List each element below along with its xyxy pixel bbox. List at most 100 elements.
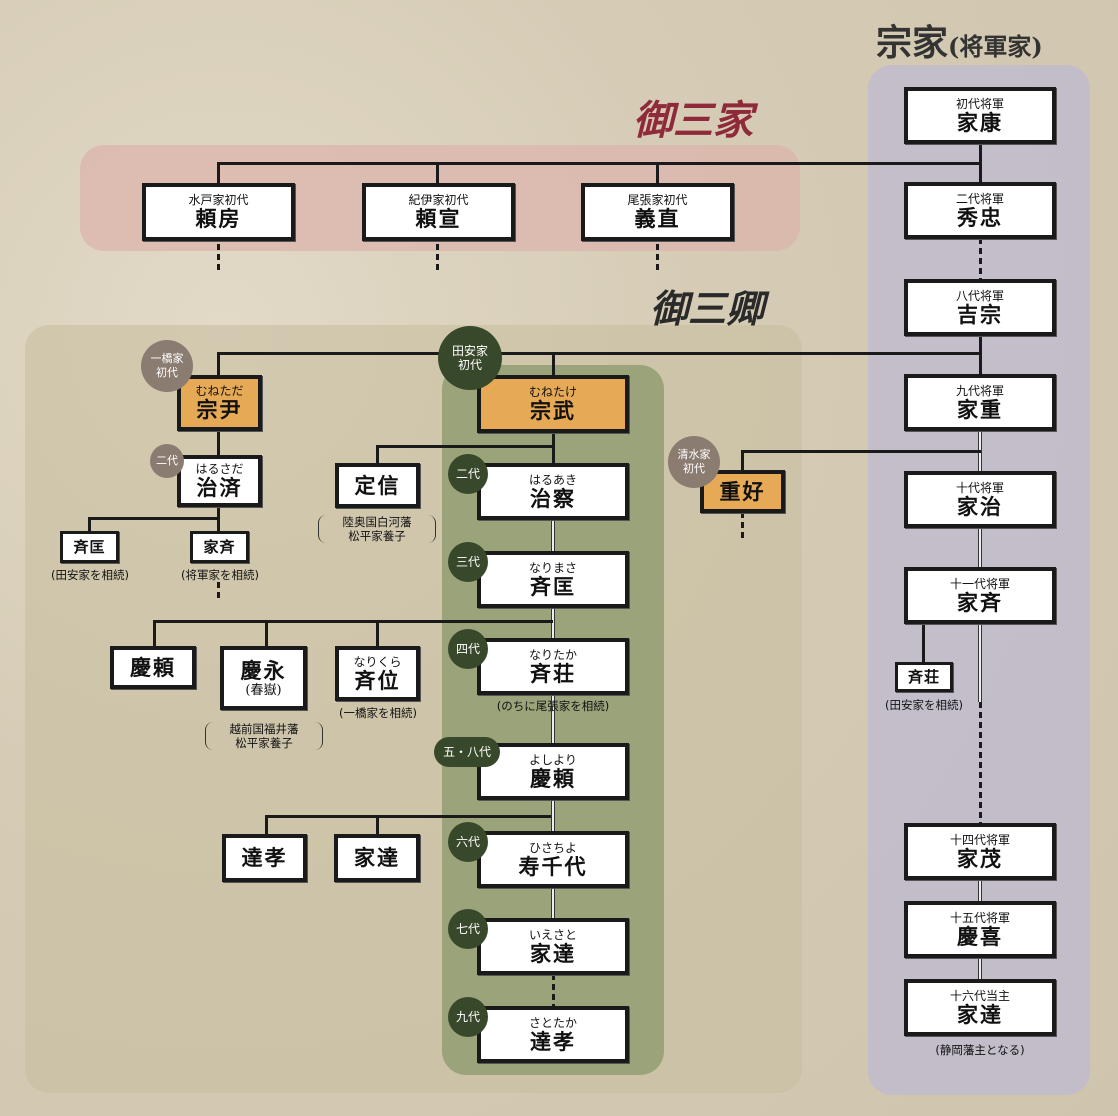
shogun-label: 十四代将軍	[949, 832, 1010, 847]
shogun-box[interactable]: 九代将軍家重	[904, 374, 1056, 431]
child-note: 越前国福井藩松平家養子	[205, 722, 323, 750]
child-box[interactable]: 家達	[334, 834, 420, 882]
gosanke-box[interactable]: 尾張家初代義直	[581, 183, 734, 241]
note-line: 松平家養子	[348, 529, 406, 543]
generation-badge: 二代	[448, 454, 488, 494]
shogun-box[interactable]: 十一代将軍家斉	[904, 567, 1056, 624]
note-line: 陸奥国白河藩	[342, 515, 412, 529]
hitotsubashi-second-box[interactable]: はるさだ治済	[177, 455, 262, 507]
badge-line: 初代	[683, 462, 705, 475]
name: 治済	[196, 475, 243, 500]
line	[551, 886, 555, 920]
shogun-box[interactable]: 十五代将軍慶喜	[904, 901, 1056, 958]
shogun-box[interactable]: 初代将軍家康	[904, 87, 1056, 144]
child-box[interactable]: 慶永(春嶽)	[220, 646, 307, 710]
name: 治察	[530, 485, 576, 511]
soke-title-text: 宗家	[876, 22, 949, 64]
gosanke-box[interactable]: 紀伊家初代頼宣	[362, 183, 515, 241]
tayasu-box[interactable]: よしより慶頼	[477, 743, 629, 800]
line	[376, 445, 554, 448]
line	[265, 815, 268, 835]
tayasu-box[interactable]: いえさと家達	[477, 918, 629, 975]
sadanobu-note: 陸奥国白河藩松平家養子	[318, 515, 436, 543]
line	[978, 878, 982, 902]
shogun-name: 家康	[957, 109, 1003, 135]
kana: なりたか	[528, 647, 577, 662]
shogun-note: (静岡藩主となる)	[935, 1043, 1025, 1057]
gosanke-name: 頼宣	[415, 206, 462, 231]
shogun-box[interactable]: 二代将軍秀忠	[904, 182, 1056, 239]
tayasu-box[interactable]: はるあき治察	[477, 463, 629, 520]
alias: (春嶽)	[245, 682, 282, 698]
tayasu-box[interactable]: むねたけ宗武	[477, 375, 629, 433]
tayasu-box[interactable]: なりまさ斉匡	[477, 551, 629, 608]
child-box[interactable]: 斉匡	[60, 531, 119, 563]
dashed-line	[979, 702, 982, 824]
dashed-line	[217, 244, 220, 270]
name: 家斉	[203, 538, 236, 556]
sadanobu-box[interactable]: 定信	[335, 463, 420, 508]
line	[551, 518, 555, 552]
badge-line: 清水家	[677, 448, 711, 461]
dashed-line	[656, 244, 659, 270]
tayasu-box[interactable]: なりたか斉荘	[477, 638, 629, 695]
line	[741, 450, 981, 453]
generation-badge: 九代	[448, 997, 488, 1037]
line	[978, 526, 982, 568]
name: 斉匡	[73, 538, 106, 556]
gosanke-name: 頼房	[195, 206, 242, 231]
kana: いえさと	[528, 927, 577, 942]
line	[153, 620, 553, 623]
tayasu-note: (のちに尾張家を相続)	[496, 699, 610, 713]
shogun-label: 初代将軍	[955, 96, 1004, 111]
tayasu-box[interactable]: ひさちよ寿千代	[477, 831, 629, 888]
line	[552, 352, 555, 376]
gosanke-box[interactable]: 水戸家初代頼房	[142, 183, 295, 241]
shogun-box[interactable]: 八代将軍吉宗	[904, 279, 1056, 336]
name: 慶頼	[130, 654, 176, 680]
child-box[interactable]: なりくら斉位	[335, 646, 420, 701]
note-line: 松平家養子	[235, 736, 293, 750]
gosanke-label: 紀伊家初代	[408, 193, 469, 207]
generation-badge: 三代	[448, 542, 488, 582]
line	[376, 815, 379, 835]
name: 定信	[354, 472, 401, 498]
shogun-label: 二代将軍	[955, 191, 1004, 206]
generation-badge: 五・八代	[434, 737, 500, 767]
shogun-box[interactable]: 十六代当主家達	[904, 979, 1056, 1036]
dashed-line	[436, 244, 439, 270]
hitotsubashi-founder-box[interactable]: むねただ宗尹	[177, 375, 262, 431]
gosanke-label: 尾張家初代	[627, 193, 688, 207]
shogun-box[interactable]: 十代将軍家治	[904, 471, 1056, 528]
dashed-line	[741, 512, 744, 542]
shogun-name: 家治	[957, 493, 1003, 519]
kana: はるさだ	[195, 462, 244, 476]
shogun-branch-note: (田安家を相続)	[885, 698, 963, 712]
child-note: (田安家を相続)	[51, 568, 129, 582]
child-box[interactable]: 家斉	[190, 531, 249, 563]
generation-badge: 六代	[448, 822, 488, 862]
child-note: (一橋家を相続)	[339, 706, 417, 720]
shogun-box[interactable]: 十四代将軍家茂	[904, 823, 1056, 880]
child-box[interactable]: 慶頼	[110, 646, 196, 689]
shogun-branch-box[interactable]: 斉荘	[895, 662, 953, 692]
line	[922, 622, 925, 664]
line	[217, 352, 220, 376]
line	[265, 620, 268, 647]
child-note: (将軍家を相続)	[181, 568, 259, 582]
badge-line: 初代	[156, 366, 178, 379]
gosanke-connector	[218, 162, 982, 165]
line	[376, 620, 379, 647]
gosankyo-connector	[218, 352, 982, 355]
name: 慶永	[240, 657, 287, 683]
tayasu-box[interactable]: さとたか達孝	[477, 1006, 629, 1063]
gosanke-label: 水戸家初代	[188, 193, 249, 207]
child-box[interactable]: 達孝	[222, 834, 307, 882]
badge-line: 田安家	[451, 344, 488, 358]
shogun-label: 十五代将軍	[949, 910, 1010, 925]
shogun-name: 家達	[957, 1001, 1003, 1027]
line	[376, 445, 379, 465]
shogun-name: 慶喜	[957, 923, 1003, 949]
line	[88, 517, 220, 520]
badge-line: 初代	[457, 358, 482, 372]
